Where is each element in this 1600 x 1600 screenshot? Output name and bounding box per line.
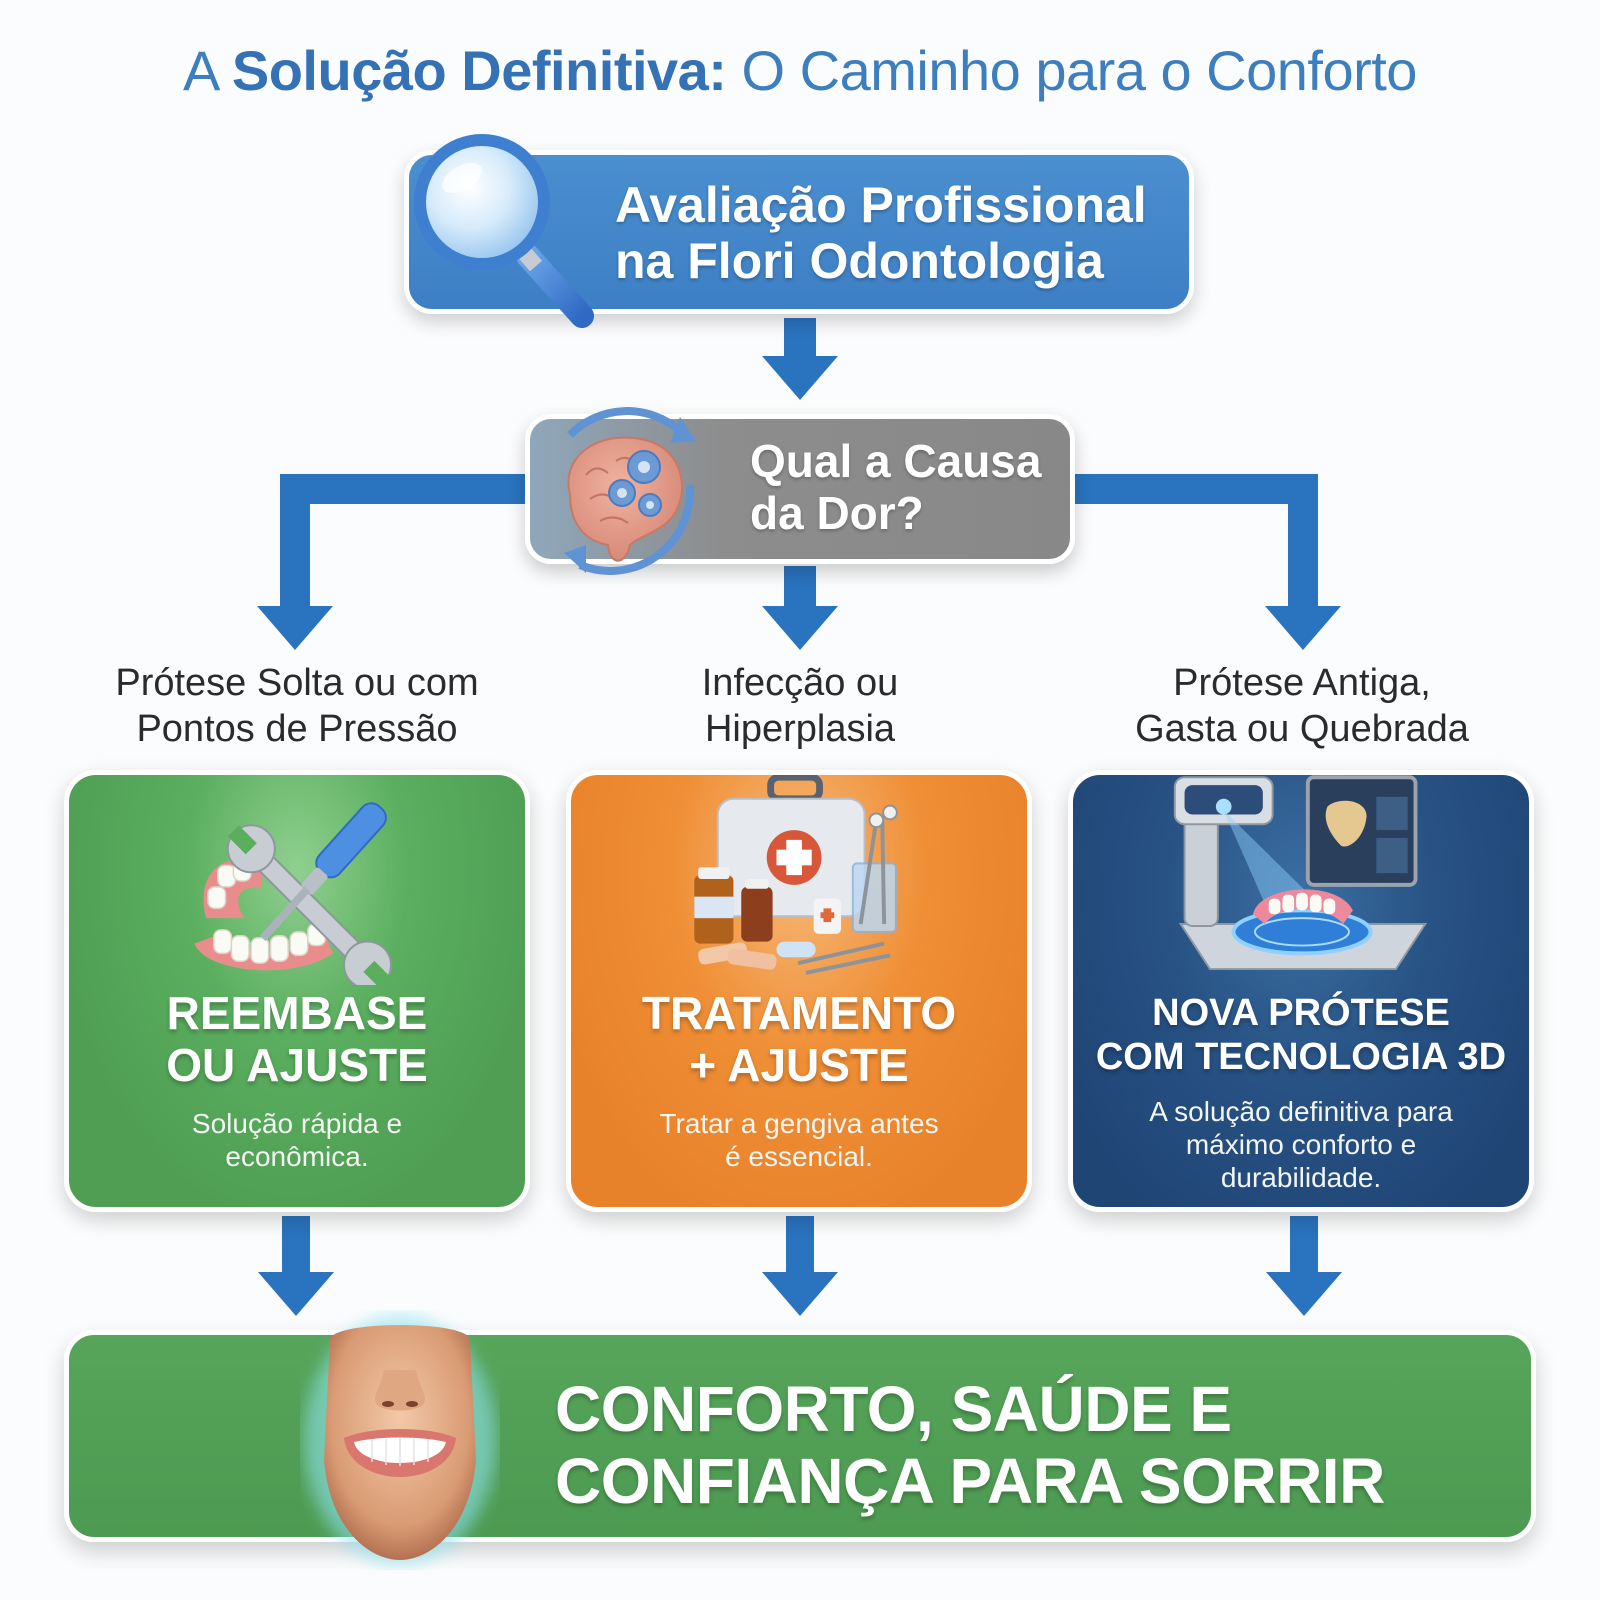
first-aid-kit-icon	[694, 775, 898, 975]
cause-line: Pontos de Pressão	[136, 708, 458, 750]
desc-line: Tratar a gengiva antes	[659, 1108, 939, 1139]
page-title: A Solução Definitiva: O Caminho para o C…	[0, 38, 1600, 103]
question-line2: da Dor?	[750, 487, 924, 539]
connector-top-to-question	[784, 318, 816, 358]
3d-scanner-icon	[1173, 775, 1428, 971]
evaluation-text: Avaliação Profissional na Flori Odontolo…	[615, 177, 1147, 289]
connector-right-horizontal	[1070, 474, 1318, 504]
brain-gears-icon	[564, 407, 696, 575]
result-line2: CONFIANÇA PARA SORRIR	[555, 1445, 1385, 1517]
desc-line: máximo conforto e	[1185, 1129, 1417, 1160]
arrowhead-left-branch	[257, 606, 333, 650]
option-description: Tratar a gengiva antes é essencial.	[591, 1107, 1007, 1173]
heading-line: NOVA PRÓTESE	[1152, 992, 1450, 1034]
heading-line: COM TECNOLOGIA 3D	[1095, 1036, 1507, 1078]
denture-tools-icon	[194, 802, 393, 985]
title-rest: O Caminho para o Conforto	[726, 39, 1418, 102]
option-description: Solução rápida e econômica.	[89, 1107, 505, 1173]
arrowhead-middle-to-result	[762, 1272, 838, 1316]
heading-line: OU AJUSTE	[166, 1039, 428, 1091]
desc-line: durabilidade.	[1220, 1162, 1382, 1193]
cause-label-loose: Prótese Solta ou com Pontos de Pressão	[67, 660, 527, 752]
connector-left-vertical	[280, 474, 310, 610]
cause-line: Hiperplasia	[704, 708, 896, 750]
option-heading: REEMBASE OU AJUSTE	[69, 987, 525, 1091]
heading-line: TRATAMENTO	[641, 987, 957, 1039]
question-line1: Qual a Causa	[750, 435, 1042, 487]
heading-line: + AJUSTE	[689, 1039, 909, 1091]
cause-line: Infecção ou	[701, 662, 899, 704]
desc-line: é essencial.	[725, 1141, 873, 1172]
heading-line: REEMBASE	[166, 987, 428, 1039]
option-heading: TRATAMENTO + AJUSTE	[571, 987, 1027, 1091]
result-text: CONFORTO, SAÚDE E CONFIANÇA PARA SORRIR	[555, 1373, 1385, 1517]
option-card-reembase: REEMBASE OU AJUSTE Solução rápida e econ…	[64, 770, 530, 1212]
connector-right-vertical	[1288, 474, 1318, 610]
arrowhead-to-question	[762, 356, 838, 400]
cause-line: Gasta ou Quebrada	[1135, 708, 1469, 750]
cause-label-old: Prótese Antiga, Gasta ou Quebrada	[1072, 660, 1532, 752]
option-heading: NOVA PRÓTESE COM TECNOLOGIA 3D	[1073, 991, 1529, 1079]
smile-icon	[304, 1314, 496, 1566]
evaluation-line1: Avaliação Profissional	[615, 177, 1147, 233]
option-card-nova-protese: NOVA PRÓTESE COM TECNOLOGIA 3D A solução…	[1068, 770, 1534, 1212]
cause-line: Prótese Antiga,	[1173, 662, 1431, 704]
arrowhead-left-to-result	[258, 1272, 334, 1316]
connector-left-to-result	[282, 1216, 310, 1274]
evaluation-line2: na Flori Odontologia	[615, 233, 1104, 289]
result-box: CONFORTO, SAÚDE E CONFIANÇA PARA SORRIR	[64, 1330, 1536, 1542]
arrowhead-right-to-result	[1266, 1272, 1342, 1316]
desc-line: Solução rápida e	[191, 1108, 403, 1139]
connector-left-horizontal	[280, 474, 530, 504]
arrowhead-middle-branch	[762, 606, 838, 650]
result-line1: CONFORTO, SAÚDE E	[555, 1373, 1232, 1445]
magnifier-icon	[414, 134, 594, 328]
cause-label-infection: Infecção ou Hiperplasia	[570, 660, 1030, 752]
title-prefix: A	[183, 39, 232, 102]
desc-line: econômica.	[225, 1141, 369, 1172]
connector-middle-to-result	[786, 1216, 814, 1274]
option-card-tratamento: TRATAMENTO + AJUSTE Tratar a gengiva ant…	[566, 770, 1032, 1212]
title-bold: Solução Definitiva:	[231, 39, 727, 102]
desc-line: A solução definitiva para	[1149, 1096, 1453, 1127]
arrowhead-right-branch	[1265, 606, 1341, 650]
question-text: Qual a Causa da Dor?	[750, 435, 1041, 539]
cause-line: Prótese Solta ou com	[115, 662, 479, 704]
option-description: A solução definitiva para máximo confort…	[1093, 1095, 1509, 1194]
connector-middle-vertical	[784, 566, 816, 610]
connector-right-to-result	[1290, 1216, 1318, 1274]
